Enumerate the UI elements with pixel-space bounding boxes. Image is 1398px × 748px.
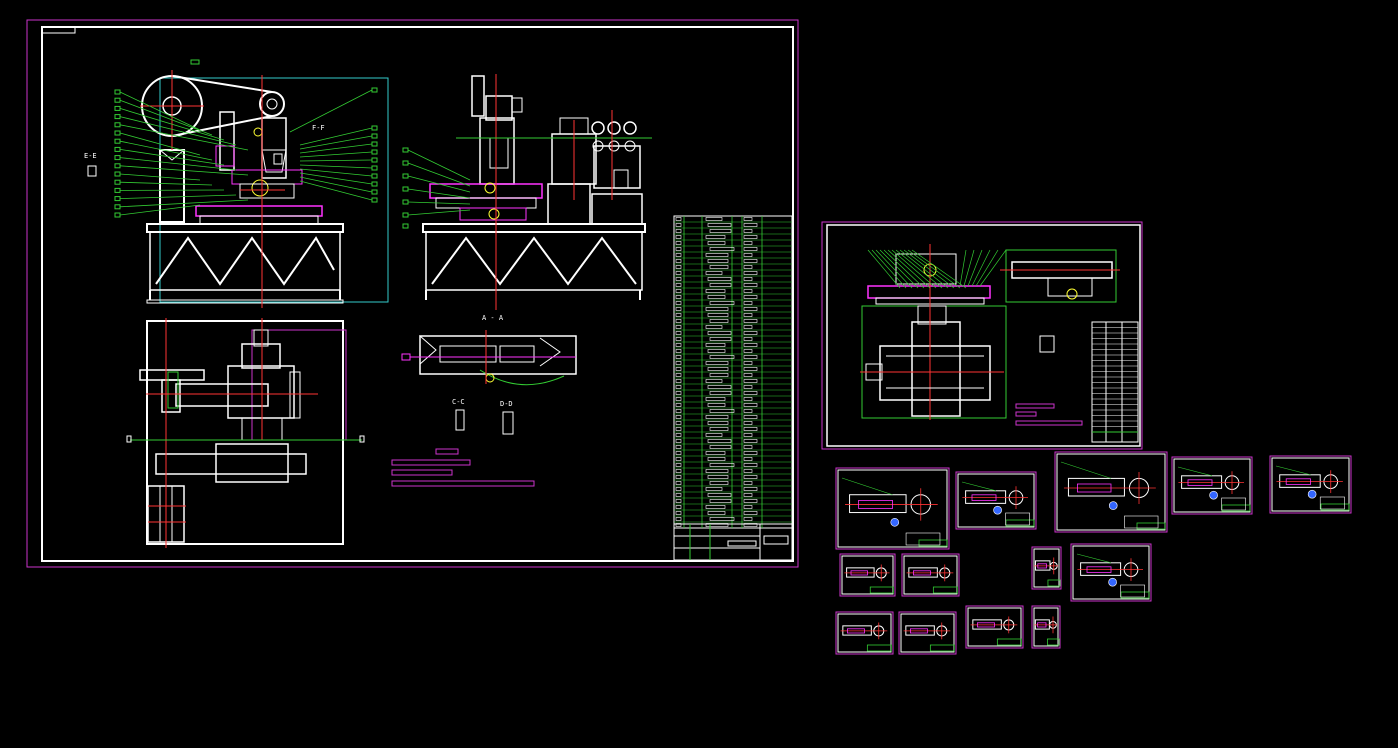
main-sheet-frame	[41, 26, 794, 562]
frame-corner-tab	[41, 26, 76, 34]
side-view-assembly	[422, 74, 652, 310]
thumbnail-sheet-6[interactable]	[1269, 455, 1352, 514]
view-label-e-e: E-E	[84, 152, 97, 160]
parts-list-table	[673, 215, 793, 529]
plan-view-assembly	[126, 318, 365, 548]
leader-lines-side-view	[402, 147, 471, 229]
main-drawing-sheet[interactable]: E-E F-F	[26, 19, 799, 568]
truss-bracing	[155, 236, 335, 286]
view-label-d-d: D-D	[500, 400, 513, 408]
small-label-tag	[190, 59, 200, 65]
thumbnail-sheet-10[interactable]	[1070, 543, 1152, 602]
thumbnail-sheet-12[interactable]	[898, 611, 957, 655]
main-sheet-border	[26, 19, 799, 568]
view-label-a-a: A - A	[482, 314, 504, 322]
thumbnail-sheet-2[interactable]	[835, 467, 950, 550]
secondary-parts-list-rows	[1092, 327, 1138, 427]
thumbnail-sheet-5[interactable]	[1171, 456, 1253, 515]
thumbnail-sheet-11[interactable]	[835, 611, 894, 655]
title-block	[673, 523, 793, 561]
table-top	[146, 223, 344, 233]
thumbnail-sheet-9[interactable]	[1031, 546, 1062, 590]
thumbnail-sheet-7[interactable]	[839, 553, 896, 597]
thumbnail-sheet-8[interactable]	[901, 553, 960, 597]
leader-lines-secondary	[867, 249, 1007, 289]
view-label-f-f: F-F	[312, 124, 325, 132]
thumbnail-sheet-4[interactable]	[1054, 451, 1168, 533]
leader-lines-front-view	[114, 87, 378, 218]
thumbnail-sheet-14[interactable]	[1031, 605, 1061, 649]
thumbnail-sheet-3[interactable]	[955, 471, 1037, 530]
thumbnail-sheet-13[interactable]	[965, 605, 1024, 649]
front-view-assembly	[140, 70, 389, 308]
thumbnail-sheet-grid[interactable]	[835, 451, 1352, 655]
gripper-detail	[401, 330, 577, 386]
secondary-drawing-sheet[interactable]	[821, 221, 1143, 450]
technical-notes	[391, 448, 535, 487]
view-label-c-c: C-C	[452, 398, 465, 406]
